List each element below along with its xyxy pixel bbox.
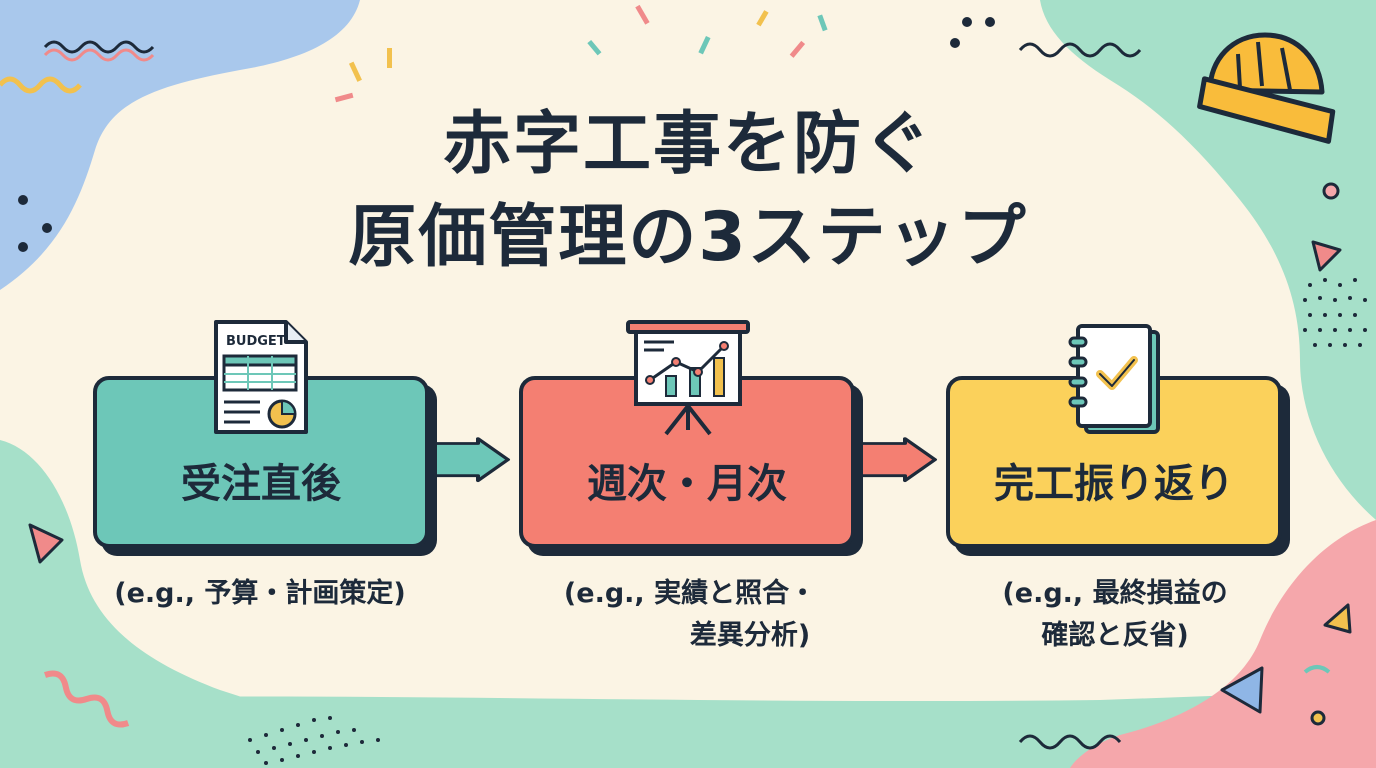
step-label-1: 受注直後: [181, 461, 341, 507]
dot-cluster: [18, 17, 995, 252]
step-note-2: (e.g., 実績と照合・ 差異分析): [510, 573, 870, 657]
budget-document-icon: BUDGET: [214, 320, 308, 434]
hard-hat-icon: [1197, 32, 1336, 144]
arrow-step2-to-step3: [855, 437, 937, 482]
step-label-2: 週次・月次: [587, 461, 787, 507]
checklist-notebook-icon: [1068, 324, 1160, 434]
step-note-1-line-1: (e.g., 予算・計画策定): [114, 578, 406, 609]
circle-bottom-right: [1310, 710, 1326, 726]
squiggle-bottom-right: [1018, 734, 1122, 750]
step-note-2-line-2: 差異分析): [689, 620, 811, 651]
squiggle-dark: [43, 40, 155, 54]
blob-bottom-right: [1070, 520, 1376, 768]
dot-grid-right: [1303, 278, 1367, 347]
squiggle-bottom-left: [44, 670, 130, 728]
blob-top-left: [0, 0, 360, 290]
squiggle-top-right: [1018, 42, 1142, 58]
triangle-right-pink: [1323, 603, 1352, 634]
blob-bottom-left: [0, 440, 360, 768]
title-line-1: 赤字工事を防ぐ: [442, 105, 933, 184]
budget-icon-text: BUDGET: [226, 334, 286, 349]
title-line-2: 原価管理の3ステップ: [348, 198, 1028, 277]
triangle-right-top: [1311, 240, 1342, 272]
blob-bottom-band: [0, 690, 1376, 768]
step-note-1: (e.g., 予算・計画策定): [70, 573, 450, 615]
triangle-blue: [1220, 666, 1264, 714]
step-label-3: 完工振り返り: [994, 461, 1234, 507]
presentation-chart-icon: [626, 320, 750, 436]
confetti: [334, 4, 828, 103]
triangle-left: [28, 523, 64, 564]
step-note-3-line-1: (e.g., 最終損益の: [1002, 578, 1228, 609]
circle-right: [1322, 182, 1340, 200]
step-note-3: (e.g., 最終損益の 確認と反省): [940, 573, 1290, 657]
squiggle-pink: [43, 48, 155, 62]
step-note-3-line-2: 確認と反省): [1041, 620, 1189, 651]
arrow-step1-to-step2: [428, 437, 510, 482]
squiggle-yellow: [0, 76, 82, 94]
dot-grid-bottom: [248, 716, 380, 765]
step-note-2-line-1: (e.g., 実績と照合・: [563, 578, 817, 609]
arc-bottom-right: [1303, 665, 1331, 674]
